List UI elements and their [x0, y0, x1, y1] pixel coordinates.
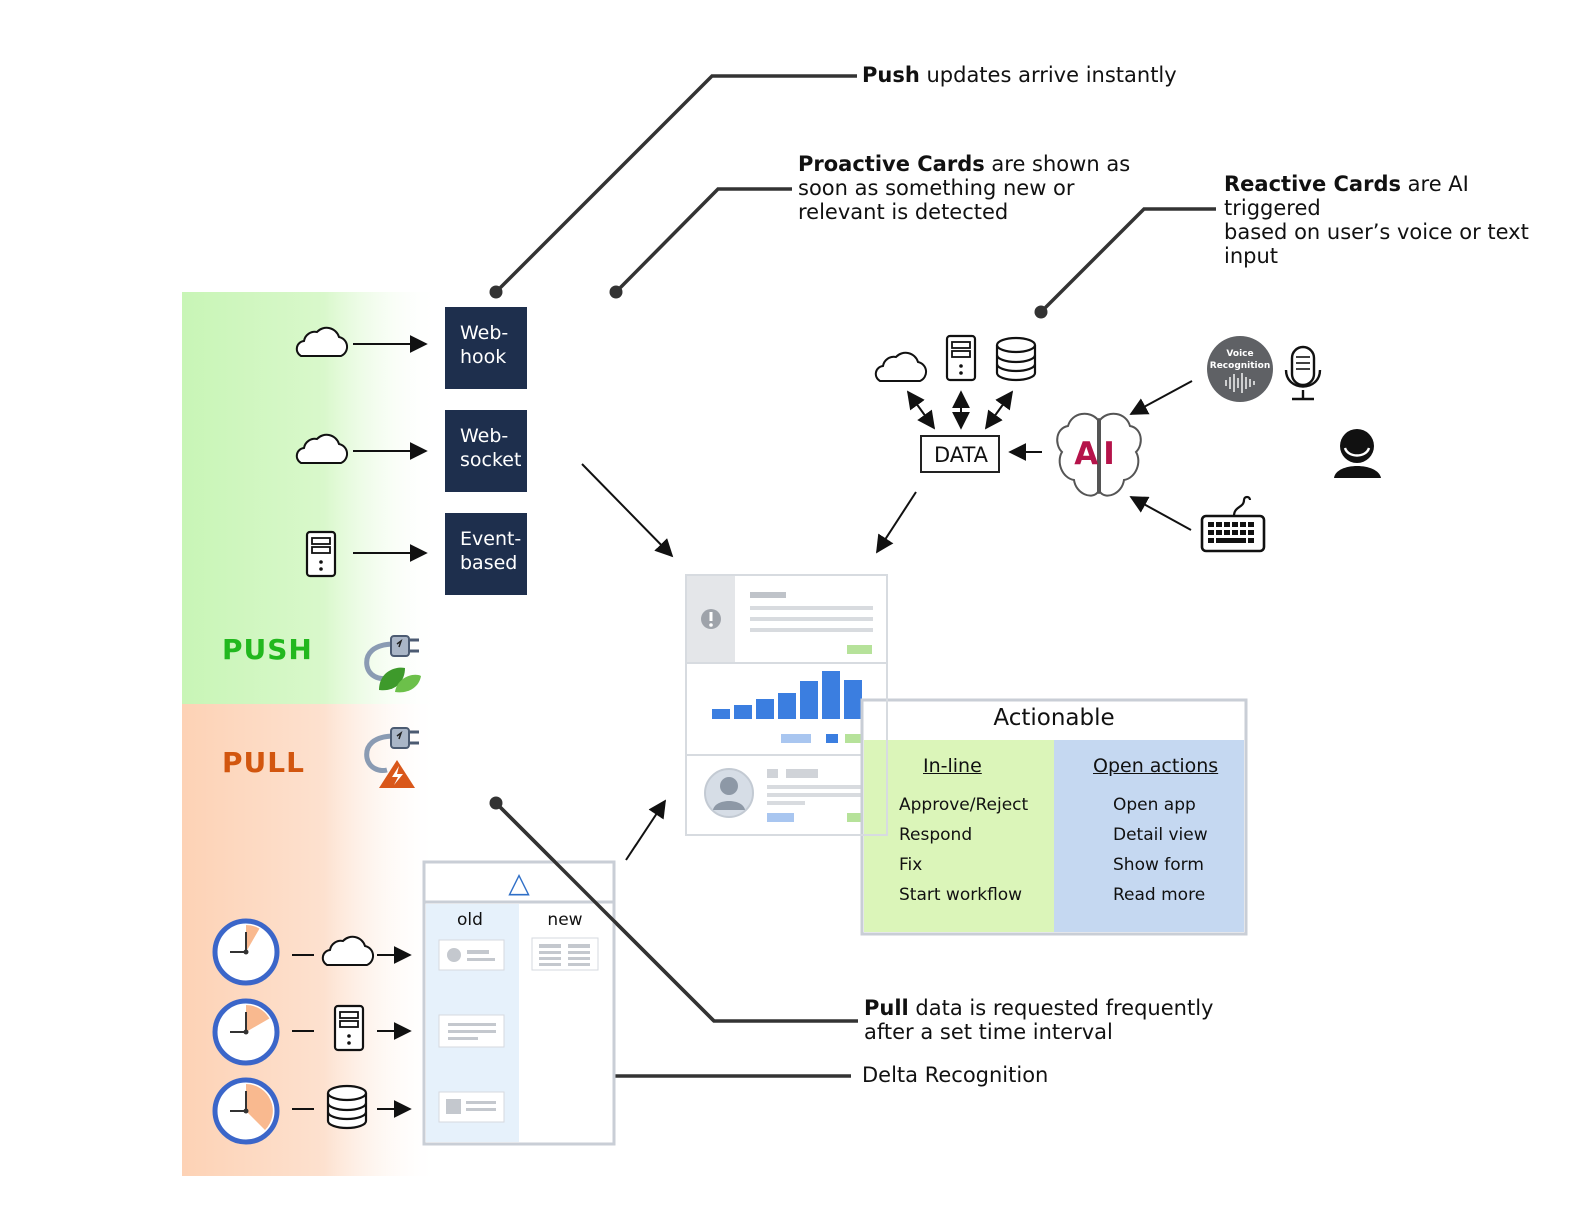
clock-icon [212, 918, 280, 986]
clock-icon [212, 998, 280, 1066]
plug-warning-icon [364, 727, 419, 788]
pull-sources [212, 918, 412, 1145]
open-actions-heading: Open actions [1093, 755, 1219, 777]
keyboard-icon [1200, 495, 1266, 553]
delta-symbol: △ [508, 866, 530, 899]
card-bar [734, 705, 752, 719]
avatar [704, 768, 754, 818]
database-icon [995, 336, 1037, 382]
push-callout-bold: Push [862, 63, 920, 87]
cloud-icon [874, 351, 928, 382]
pull-callout-bold: Pull [864, 996, 909, 1020]
card-bar [778, 693, 796, 719]
push-label: PUSH [222, 633, 313, 666]
pull-label: PULL [222, 746, 305, 779]
voice-label-2: Recognition [1210, 361, 1270, 371]
card-bar [712, 709, 730, 719]
card-bar-chart [712, 671, 862, 719]
proactive-callout-text: are shown as soon as something new or re… [798, 152, 1131, 224]
server-icon [333, 1004, 365, 1052]
list-item: Respond [899, 825, 973, 845]
list-item: Show form [1113, 855, 1204, 875]
open-actions-list: Open app Detail view Show form Read more [1113, 790, 1208, 910]
user-icon [1334, 429, 1381, 478]
card-bar [822, 671, 840, 719]
pull-callout: Pull data is requested frequently after … [864, 996, 1213, 1044]
data-box-frame [920, 435, 1000, 473]
card-bar [756, 699, 774, 719]
voice-recognition-badge [1207, 336, 1273, 402]
event-based-box: Event- based [445, 513, 527, 595]
list-item: Approve/Reject [899, 795, 1029, 815]
card-bar [844, 680, 862, 719]
server-icon [305, 530, 337, 578]
proactive-leader-line [614, 187, 792, 294]
data-arrows [906, 380, 1193, 531]
reactive-leader-line [1039, 207, 1216, 314]
actionable-panel [860, 698, 1248, 936]
proactive-callout-bold: Proactive Cards [798, 152, 985, 176]
server-icon [945, 334, 977, 382]
brain-icon [1056, 412, 1142, 497]
list-item: Start workflow [899, 885, 1023, 905]
database-icon [326, 1084, 368, 1130]
plug-leaf-icon [364, 635, 421, 693]
delta-panel [422, 860, 616, 1146]
push-leader-line [494, 74, 857, 294]
card-stack [685, 574, 888, 836]
voice-label-1: Voice [1226, 349, 1253, 359]
pull-callout-text: data is requested frequently after a set… [864, 996, 1214, 1044]
microphone-icon [1284, 345, 1322, 401]
inline-heading: In-line [923, 755, 982, 777]
actionable-title: Actionable [993, 705, 1115, 731]
delta-old-label: old [457, 910, 483, 930]
old-card-2 [438, 1014, 505, 1048]
proactive-callout: Proactive Cards are shown as soon as som… [798, 152, 1130, 224]
card-stack-border [685, 574, 888, 836]
pull-leader-line-overlay [494, 801, 716, 1023]
new-card [531, 937, 599, 971]
push-callout-text: updates arrive instantly [919, 63, 1177, 87]
push-callout: Push updates arrive instantly [862, 63, 1177, 87]
reactive-callout-bold: Reactive Cards [1224, 172, 1401, 196]
delta-callout: Delta Recognition [862, 1063, 1049, 1087]
reactive-callout: Reactive Cards are AI triggered based on… [1224, 172, 1564, 268]
ai-label: AI [1074, 436, 1120, 472]
list-item: Detail view [1113, 825, 1208, 845]
list-item: Open app [1113, 795, 1196, 815]
clock-icon [212, 1077, 280, 1145]
data-box-label: DATA [934, 443, 989, 467]
webhook-box: Web- hook [445, 307, 527, 389]
old-card-3 [438, 1091, 505, 1123]
inline-list: Approve/Reject Respond Fix Start workflo… [899, 790, 1028, 910]
card-bar [800, 681, 818, 719]
websocket-box: Web- socket [445, 410, 527, 492]
old-card-1 [438, 939, 505, 971]
alert-icon [701, 609, 721, 629]
flow-arrows [581, 463, 917, 861]
list-item: Read more [1113, 885, 1206, 905]
list-item: Fix [899, 855, 923, 875]
delta-new-label: new [547, 910, 582, 930]
push-arrows [353, 335, 428, 562]
reactive-callout-text: are AI triggered based on user’s voice o… [1224, 172, 1529, 268]
